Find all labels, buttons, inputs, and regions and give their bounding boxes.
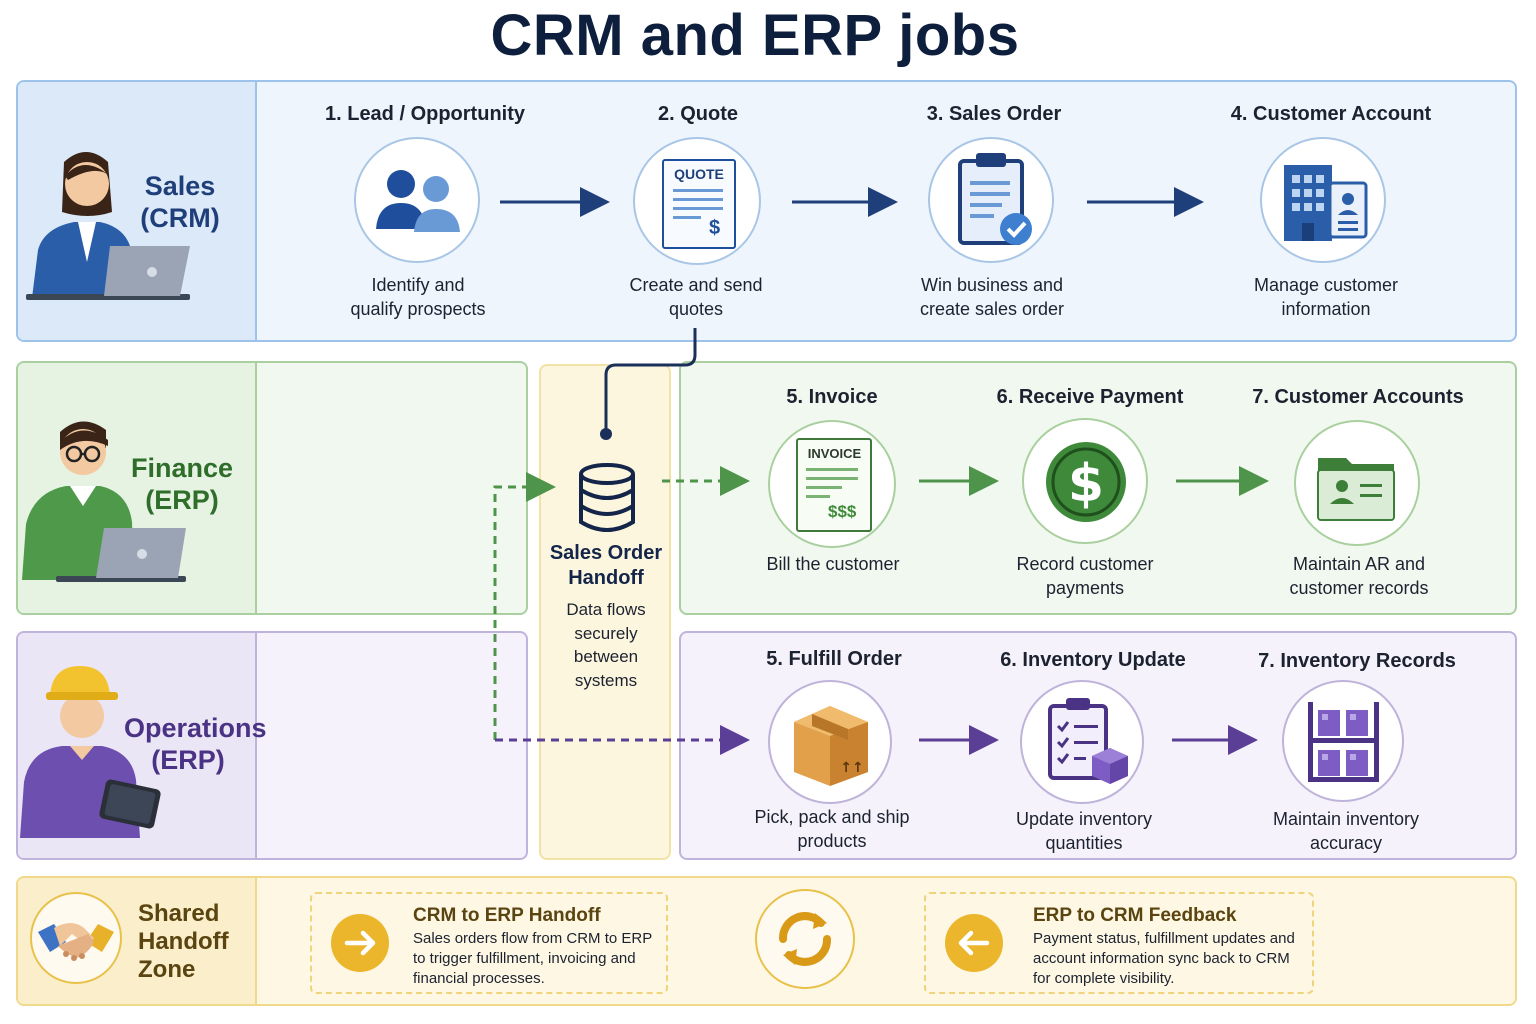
sales-step-4-title: 4. Customer Account — [1230, 103, 1432, 125]
building-contact-icon — [1260, 137, 1386, 263]
clipboard-check-icon — [928, 137, 1054, 263]
invoice-icon: INVOICE $$$ — [768, 420, 896, 548]
inventory-checklist-icon — [1020, 680, 1144, 804]
page-title: CRM and ERP jobs — [490, 3, 1020, 68]
crm-to-erp-title: CRM to ERP Handoff — [413, 905, 601, 926]
finance-role-label: Finance(ERP) — [130, 453, 234, 515]
dollar-coin-icon: $ — [1022, 418, 1148, 544]
handoff-column — [539, 364, 671, 860]
ops-to-handoff-dashed — [493, 472, 556, 740]
connector-dot — [600, 428, 612, 440]
operations-step-7-title: 7. Inventory Records — [1258, 650, 1456, 672]
quote-to-handoff-connector — [604, 328, 697, 430]
operations-person-avatar — [16, 658, 196, 842]
warehouse-shelf-icon — [1282, 680, 1404, 802]
sales-step-2-title: 2. Quote — [657, 103, 738, 125]
arrow-left-icon — [945, 914, 1003, 972]
sync-icon — [755, 889, 855, 989]
svg-text:↑↑: ↑↑ — [840, 760, 863, 776]
package-box-icon: ↑↑ — [768, 680, 892, 804]
handshake-icon — [30, 892, 122, 984]
people-icon — [354, 137, 480, 263]
finance-step-7-title: 7. Customer Accounts — [1252, 386, 1464, 408]
finance-step-5-title: 5. Invoice — [786, 386, 878, 408]
svg-text:$: $ — [1068, 454, 1104, 514]
quote-icon-label: QUOTE — [674, 166, 724, 182]
arrow-right-icon — [331, 914, 389, 972]
sales-person-avatar — [24, 142, 194, 302]
invoice-icon-label: INVOICE — [807, 446, 862, 461]
operations-step-5-title: 5. Fulfill Order — [766, 648, 902, 670]
database-icon — [577, 462, 637, 534]
erp-to-crm-title: ERP to CRM Feedback — [1033, 905, 1237, 926]
finance-step-6-title: 6. Receive Payment — [996, 386, 1184, 408]
invoice-amount-label: $$$ — [828, 502, 857, 521]
sales-step-3-title: 3. Sales Order — [926, 103, 1062, 125]
finance-step-5-desc: Bill the customer — [766, 554, 900, 574]
folder-contact-icon — [1294, 420, 1420, 546]
sales-role-label: Sales(CRM) — [140, 171, 220, 233]
finance-person-avatar — [20, 412, 190, 586]
operations-step-6-title: 6. Inventory Update — [1000, 649, 1186, 671]
sales-step-1-title: 1. Lead / Opportunity — [324, 103, 525, 125]
quote-document-icon: QUOTE $ — [633, 137, 761, 265]
dollar-sign-icon: $ — [709, 217, 721, 239]
operations-role-label: Operations(ERP) — [124, 713, 267, 775]
